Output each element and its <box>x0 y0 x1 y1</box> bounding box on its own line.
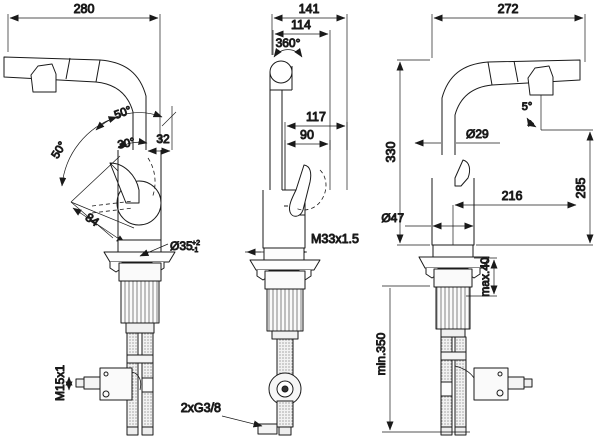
dim-label-114: 114 <box>291 18 311 32</box>
view-front: 141 114 360° 1 <box>180 2 359 436</box>
dim-29 <box>414 139 500 155</box>
view-left: 280 <box>3 2 201 436</box>
dim-117 <box>284 122 348 190</box>
dim-84 <box>72 207 126 244</box>
dim-label-m33: M33x1.5 <box>311 232 359 246</box>
dim-50-upper <box>95 110 163 131</box>
dim-label-117: 117 <box>306 110 326 124</box>
dim-47 <box>405 222 475 245</box>
escutcheon-right <box>418 244 490 436</box>
dim-label-330: 330 <box>384 142 398 163</box>
connector-front <box>257 423 278 435</box>
dim-label-5: 5° <box>522 101 533 113</box>
dim-min350 <box>382 285 470 433</box>
connector-block-right <box>473 367 533 401</box>
dim-label-35: Ø35 <box>170 239 193 253</box>
dim-tol-lower-35: -1 <box>192 247 198 254</box>
lever-alt-position <box>91 157 156 214</box>
hose-weight-front <box>268 372 302 436</box>
dim-label-285: 285 <box>574 178 588 199</box>
dim-label-g38: 2xG3/8 <box>181 401 221 415</box>
dim-label-90: 90 <box>300 128 314 142</box>
dim-label-m15: M15x1 <box>53 365 67 401</box>
column-front <box>262 90 306 249</box>
dim-32 <box>145 106 177 155</box>
spout-arm-right <box>441 59 581 155</box>
dim-label-min350: min.350 <box>374 332 388 375</box>
dim-label-141: 141 <box>299 2 320 16</box>
dim-label-280: 280 <box>74 2 95 16</box>
dim-272 <box>431 14 586 62</box>
body-left <box>109 150 162 241</box>
dim-label-max40: max.40 <box>478 257 492 297</box>
dim-label-272: 272 <box>498 2 519 16</box>
dim-216 <box>452 201 577 245</box>
escutcheon-front <box>249 247 321 388</box>
connector-block-left <box>75 367 142 401</box>
dim-360 <box>273 48 303 58</box>
dim-label-29: Ø29 <box>466 127 489 141</box>
dim-35 <box>139 243 169 257</box>
dim-5 <box>526 95 542 130</box>
dim-label-30: 30° <box>117 136 137 151</box>
dim-90 <box>284 140 331 190</box>
shank-left <box>118 262 162 436</box>
lever-front-alt <box>295 169 327 211</box>
dim-285 <box>476 129 594 246</box>
lever-front <box>284 164 312 217</box>
dim-label-216: 216 <box>502 189 523 203</box>
dim-label-360: 360° <box>276 36 301 50</box>
dim-114 <box>272 30 331 150</box>
dim-g38 <box>221 415 263 428</box>
dim-50-outer <box>59 116 118 187</box>
dim-label-50-outer: 50° <box>50 140 69 161</box>
dim-label-47: Ø47 <box>381 211 404 225</box>
dim-max40 <box>466 257 498 297</box>
dim-label-32: 32 <box>156 132 170 146</box>
dim-30 <box>117 137 148 149</box>
spout-arm-left <box>3 56 147 150</box>
spray-head-front <box>269 60 293 91</box>
dim-330 <box>396 59 430 246</box>
dim-tol-upper-35: +2 <box>192 240 200 247</box>
view-right: 272 5° Ø29 <box>374 2 594 436</box>
dim-label-50-upper: 50° <box>113 105 133 122</box>
